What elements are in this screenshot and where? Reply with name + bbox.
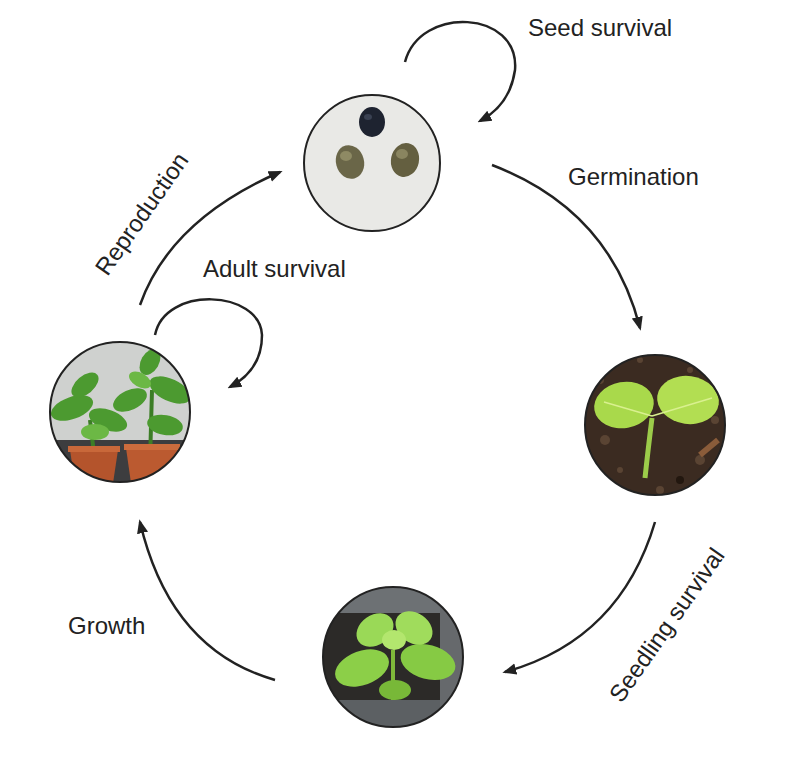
photo-detail (320, 585, 470, 735)
photo-detail (359, 107, 385, 137)
photo-detail (580, 350, 730, 500)
cycle-arrow (140, 522, 275, 680)
photo-detail (340, 151, 352, 161)
photo-detail (617, 467, 623, 473)
stage-label: Seed survival (528, 14, 672, 42)
stage-circle (585, 355, 725, 495)
photo-detail (711, 416, 719, 424)
photo-detail (590, 377, 657, 433)
adult-plant-photo (45, 340, 195, 490)
photo-detail (48, 345, 195, 438)
self-loop-arrow (405, 22, 515, 121)
photo-detail (81, 424, 109, 440)
photo-detail (396, 149, 408, 159)
photo-detail (126, 368, 154, 392)
photo-detail (379, 680, 411, 700)
photo-detail (81, 368, 154, 440)
stage-label: Adult survival (203, 255, 346, 283)
photo-detail (124, 444, 180, 450)
photo-detail (67, 368, 103, 402)
photo-detail (70, 450, 118, 490)
photo-detail (654, 372, 722, 428)
seedling-photo (580, 350, 730, 500)
stage-label: Reproduction (90, 147, 195, 280)
stage-label: Germination (568, 163, 699, 191)
young-plant-photo (320, 585, 470, 735)
seed-photo (300, 90, 450, 240)
photo-detail (382, 630, 406, 650)
photo-detail (600, 435, 610, 445)
photo-detail (645, 418, 652, 478)
stage-circle (323, 587, 463, 727)
photo-detail (332, 142, 368, 182)
photo-detail (388, 140, 422, 179)
photo-detail (604, 398, 712, 416)
photo-detail (676, 476, 684, 484)
photo-detail (45, 340, 195, 490)
photo-detail (146, 412, 185, 438)
photo-detail (364, 114, 372, 120)
stage-label: Growth (68, 612, 145, 640)
photo-detail (397, 638, 460, 685)
photo-detail (700, 440, 718, 455)
photo-detail (656, 486, 664, 494)
photo-detail (48, 390, 97, 426)
photo-detail (695, 455, 705, 465)
photo-detail (68, 446, 120, 452)
photo-detail (687, 367, 693, 373)
photo-detail (300, 90, 450, 240)
stage-circle (304, 95, 440, 231)
stage-label: Seedling survival (603, 543, 730, 708)
stage-circle (50, 342, 190, 482)
cycle-arrows (140, 22, 655, 680)
photo-detail (126, 448, 178, 490)
